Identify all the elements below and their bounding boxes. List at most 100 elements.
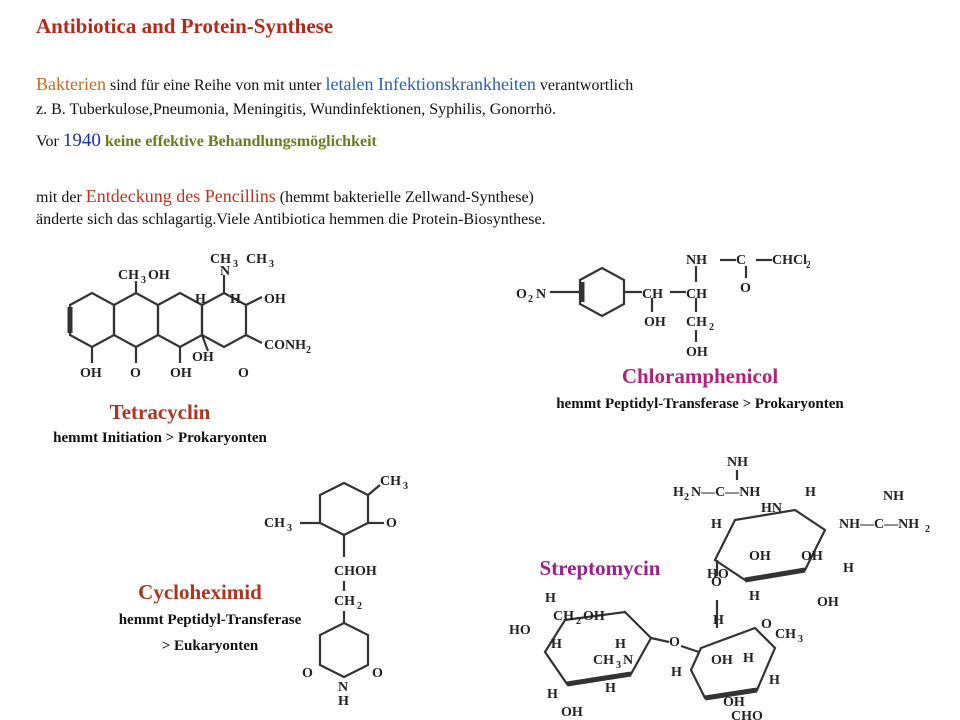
streptomycin-name: Streptomycin — [539, 556, 661, 580]
chloramphenicol-name: Chloramphenicol — [621, 364, 779, 388]
svg-text:OH: OH — [801, 549, 823, 564]
svg-text:H: H — [547, 687, 558, 702]
svg-text:N: N — [623, 653, 633, 668]
svg-text:NH: NH — [686, 253, 707, 268]
svg-text:O: O — [761, 617, 772, 632]
svg-text:2: 2 — [925, 524, 930, 535]
svg-text:OH: OH — [170, 366, 192, 381]
svg-text:N: N — [220, 264, 230, 279]
infektion-text: letalen Infektionskrankheiten — [325, 74, 536, 94]
svg-text:O: O — [238, 366, 249, 381]
svg-text:2: 2 — [357, 601, 362, 612]
year-text: 1940 — [62, 130, 101, 151]
intro-line-5: änderte sich das schlagartig.Viele Antib… — [36, 211, 546, 228]
intro-line-1: Bakterien sind für eine Reihe von mit un… — [36, 74, 633, 95]
svg-text:2: 2 — [306, 345, 311, 356]
svg-text:2: 2 — [684, 492, 689, 503]
svg-text:O: O — [372, 666, 383, 681]
svg-text:3: 3 — [616, 660, 621, 671]
svg-text:OH: OH — [817, 595, 839, 610]
svg-text:H: H — [769, 673, 780, 688]
svg-text:CH: CH — [642, 287, 663, 302]
svg-text:CH: CH — [246, 252, 267, 267]
svg-text:O: O — [669, 635, 680, 650]
intro-line-3: Vor 1940 keine effektive Behandlungsmögl… — [36, 130, 377, 152]
svg-text:OH: OH — [561, 705, 583, 720]
no-treatment-text: keine effektive Behandlungsmöglichkeit — [100, 133, 377, 150]
svg-text:HN: HN — [761, 501, 782, 516]
svg-text:O: O — [386, 516, 397, 531]
svg-text:CH: CH — [686, 315, 707, 330]
svg-text:HO: HO — [509, 623, 531, 638]
benzene-ring — [578, 266, 626, 318]
svg-text:H: H — [615, 637, 626, 652]
svg-text:CHOH: CHOH — [334, 564, 377, 579]
tetracyclin-name: Tetracyclin — [109, 400, 211, 424]
svg-text:OH: OH — [686, 345, 708, 360]
svg-text:NH—C—NH: NH—C—NH — [839, 517, 919, 532]
svg-text:CH: CH — [380, 474, 401, 489]
svg-text:3: 3 — [798, 634, 803, 645]
page-title: Antibiotica and Protein-Synthese — [36, 14, 334, 38]
streptidine-ring — [713, 508, 827, 582]
intro-text-end: verantwortlich — [535, 77, 634, 94]
svg-text:CHCl: CHCl — [772, 253, 807, 268]
svg-text:CH: CH — [686, 287, 707, 302]
intro-line-2: z. B. Tuberkulose,Pneumonia, Meningitis,… — [36, 101, 556, 118]
svg-text:H: H — [713, 613, 724, 628]
svg-text:3: 3 — [269, 259, 274, 270]
svg-text:2: 2 — [806, 260, 810, 271]
svg-text:H: H — [743, 651, 754, 666]
svg-text:OH: OH — [80, 366, 102, 381]
svg-text:O: O — [516, 287, 527, 302]
svg-text:O: O — [302, 666, 313, 681]
svg-text:N: N — [338, 680, 348, 695]
svg-text:CH: CH — [118, 268, 139, 283]
svg-text:H: H — [338, 694, 349, 705]
cycloheximid-action-2: > Eukaryonten — [161, 638, 259, 654]
svg-text:OH: OH — [644, 315, 666, 330]
svg-text:H: H — [805, 485, 816, 500]
svg-text:H: H — [605, 681, 616, 696]
ring-a — [68, 291, 116, 349]
cell-wall-text: (hemmt bakterielle Zellwand-Synthese) — [275, 189, 534, 206]
svg-text:3: 3 — [287, 523, 292, 534]
svg-text:O: O — [711, 575, 722, 590]
cycloheximid-name: Cycloheximid — [138, 580, 262, 604]
penicillin-text: Entdeckung des Pencillins — [85, 186, 276, 206]
svg-text:CH: CH — [553, 609, 574, 624]
svg-text:CHO: CHO — [731, 709, 763, 720]
svg-text:N: N — [536, 287, 546, 302]
vor-text: Vor — [36, 133, 63, 150]
svg-text:H: H — [195, 292, 206, 307]
intro-line-4: mit der Entdeckung des Pencillins (hemmt… — [36, 186, 534, 207]
svg-text:OH: OH — [264, 292, 286, 307]
svg-text:3: 3 — [141, 275, 146, 286]
svg-text:N—C—NH: N—C—NH — [691, 485, 760, 500]
svg-text:OH: OH — [723, 695, 745, 710]
ring-b — [112, 291, 160, 349]
svg-text:CH: CH — [593, 653, 614, 668]
svg-text:C: C — [736, 253, 746, 268]
svg-text:H: H — [673, 485, 684, 500]
svg-text:CH: CH — [334, 594, 355, 609]
bakterien-text: Bakterien — [36, 74, 106, 94]
svg-text:OH: OH — [192, 350, 214, 365]
cyclohexanone-ring — [318, 481, 370, 537]
svg-text:CH: CH — [210, 252, 231, 267]
svg-text:H: H — [711, 517, 722, 532]
svg-text:NH: NH — [883, 489, 904, 504]
svg-text:2: 2 — [576, 616, 581, 627]
svg-text:O: O — [740, 281, 751, 296]
svg-text:NH: NH — [727, 455, 748, 470]
svg-text:H: H — [551, 637, 562, 652]
svg-text:2: 2 — [528, 294, 533, 305]
chloramphenicol-action: hemmt Peptidyl-Transferase > Prokaryonte… — [556, 396, 844, 412]
svg-text:CH: CH — [775, 627, 796, 642]
svg-text:OH: OH — [711, 653, 733, 668]
svg-text:H: H — [230, 292, 241, 307]
svg-text:CH: CH — [264, 516, 285, 531]
